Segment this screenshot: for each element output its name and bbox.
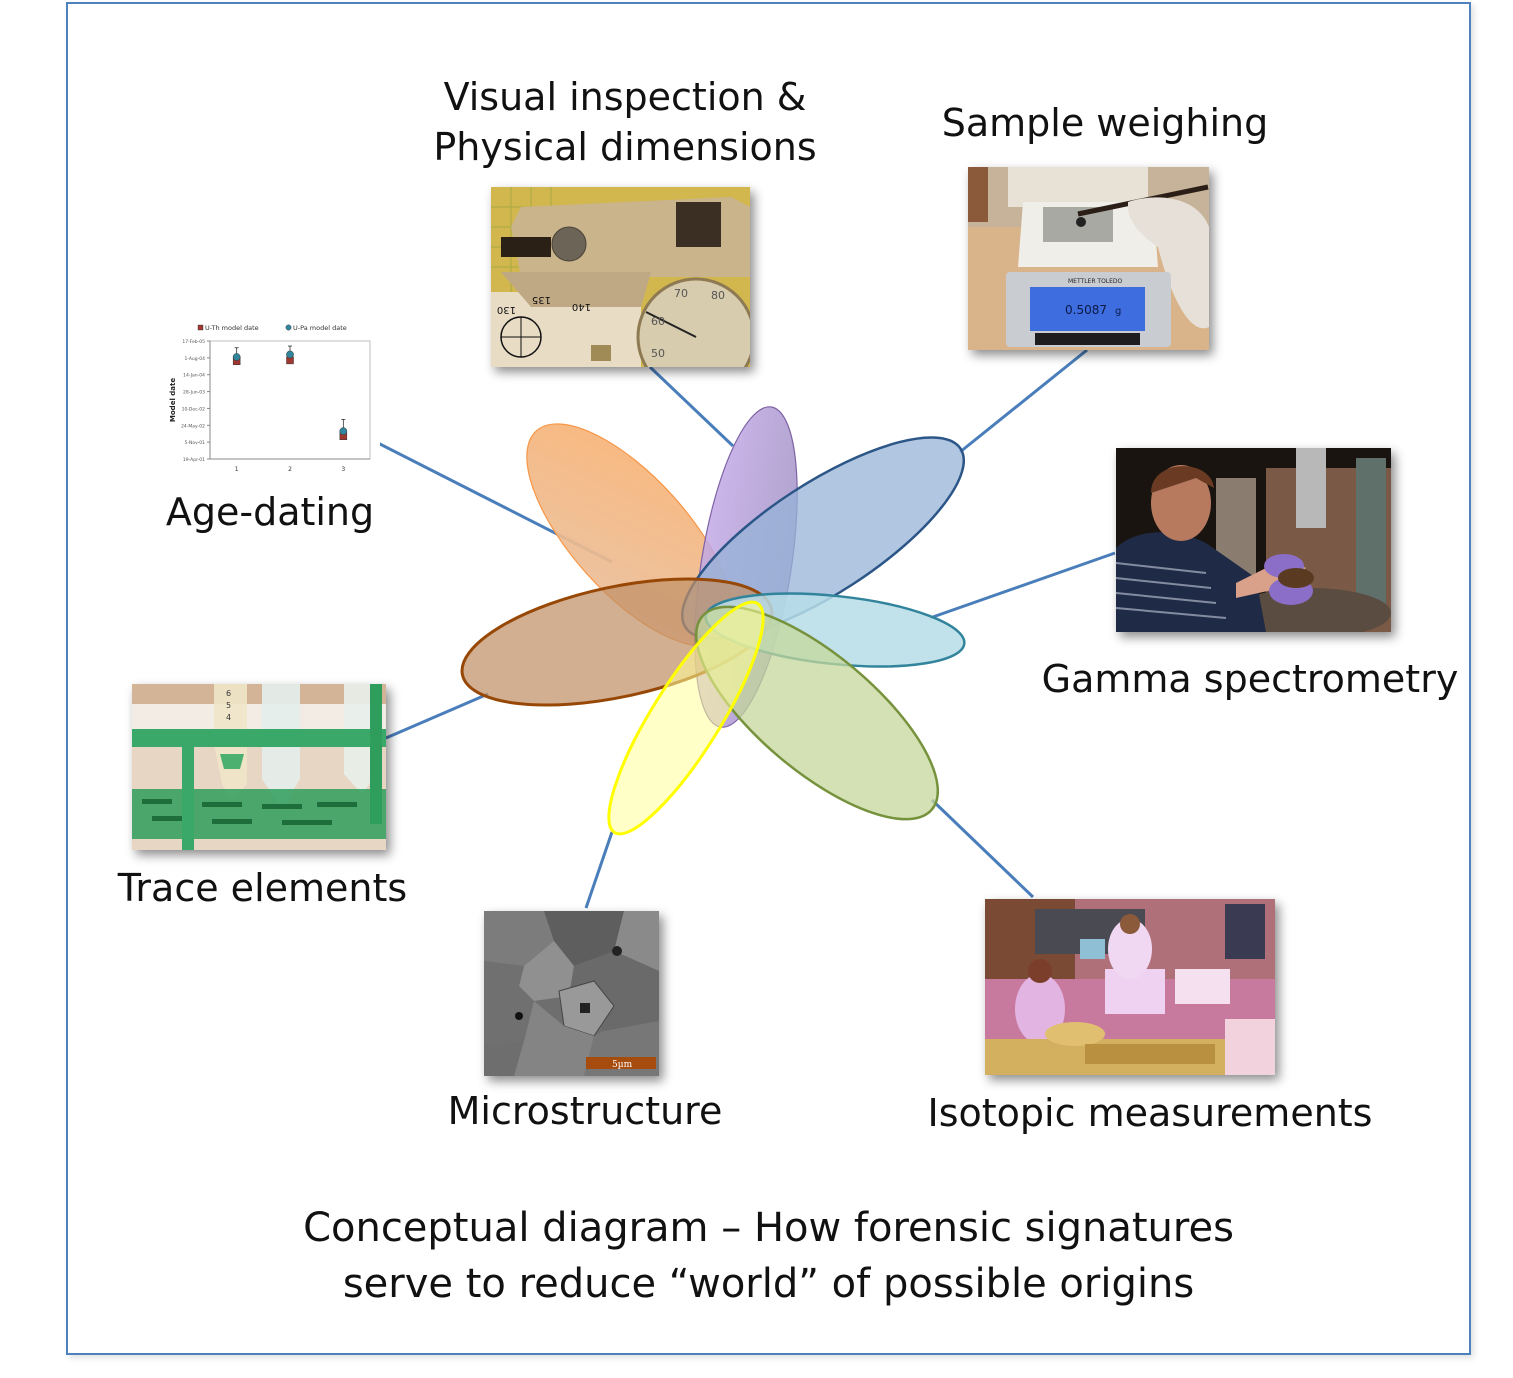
label-visual-line1: Visual inspection & bbox=[443, 75, 807, 119]
tube-mark-6: 6 bbox=[226, 689, 231, 698]
y-tick-label: 14-Jan-04 bbox=[183, 373, 205, 379]
label-trace-elements: Trace elements bbox=[117, 866, 408, 910]
balance-unit: g bbox=[1115, 306, 1121, 317]
x-tick-label: 1 bbox=[235, 466, 239, 473]
data-point-upa bbox=[339, 427, 348, 436]
caliper-photo: 70 60 50 80 130 135 140 bbox=[491, 187, 750, 367]
data-point-upa bbox=[286, 350, 294, 359]
connector-isotopic bbox=[930, 798, 1035, 899]
caption-line1: Conceptual diagram – How forensic signat… bbox=[303, 1205, 1234, 1251]
label-gamma-spectrometry: Gamma spectrometry bbox=[1041, 657, 1459, 701]
dial-tick-60: 60 bbox=[651, 315, 665, 328]
data-point-upa bbox=[232, 353, 241, 361]
y-tick-label: 24-May-02 bbox=[181, 423, 205, 429]
scale-bar-label: 5µm bbox=[612, 1060, 633, 1070]
y-tick-label: 10-Dec-02 bbox=[182, 406, 206, 412]
gamma-illustration bbox=[1116, 448, 1391, 632]
label-microstructure: Microstructure bbox=[447, 1089, 723, 1133]
y-tick-label: 1-Aug-04 bbox=[184, 356, 205, 362]
x-tick-label: 2 bbox=[288, 466, 292, 473]
model-date-chart: 19-Apr-01 5-Nov-01 24-May-02 10-Dec-02 28-Ju… bbox=[165, 319, 380, 473]
y-tick-label: 5-Nov-01 bbox=[185, 440, 206, 446]
ruler-number-140: 140 bbox=[572, 301, 591, 312]
legend-marker bbox=[197, 324, 204, 331]
balance-photo: METTLER TOLEDO 0.5087 g bbox=[968, 167, 1209, 350]
dial-tick-70: 70 bbox=[674, 287, 688, 300]
balance-brand: METTLER TOLEDO bbox=[1068, 278, 1123, 285]
petal-microstructure bbox=[607, 600, 765, 836]
trace-illustration: 6 5 4 bbox=[132, 684, 386, 850]
connector-visual bbox=[648, 365, 735, 448]
label-age-dating: Age-dating bbox=[165, 490, 375, 534]
connector-weighing bbox=[959, 348, 1088, 454]
label-visual-inspection: Visual inspection & Physical dimensions bbox=[420, 72, 830, 172]
dial-tick-50: 50 bbox=[651, 347, 665, 360]
test-tubes-photo: 6 5 4 bbox=[132, 684, 386, 850]
tube-mark-4: 4 bbox=[226, 713, 231, 722]
balance-reading: 0.5087 bbox=[1065, 303, 1107, 317]
y-tick-label: 28-Jun-03 bbox=[183, 390, 205, 396]
dial-tick-80: 80 bbox=[711, 289, 725, 302]
x-tick-label: 3 bbox=[341, 466, 345, 473]
diagram-caption: Conceptual diagram – How forensic signat… bbox=[66, 1200, 1471, 1312]
gamma-lab-photo bbox=[1116, 448, 1391, 632]
legend-label: U-Pa model date bbox=[293, 324, 347, 332]
y-axis-label: Model date bbox=[169, 378, 177, 422]
caption-line2: serve to reduce “world” of possible orig… bbox=[342, 1261, 1195, 1307]
ruler-number-135: 135 bbox=[532, 294, 551, 305]
y-tick-label: 17-Feb-05 bbox=[182, 339, 205, 345]
isotopic-illustration bbox=[985, 899, 1275, 1075]
mass-spec-lab-photo bbox=[985, 899, 1275, 1075]
connector-trace bbox=[385, 692, 489, 740]
legend-label: U-Th model date bbox=[205, 324, 259, 332]
sem-illustration: 5µm bbox=[484, 911, 659, 1076]
label-sample-weighing: Sample weighing bbox=[941, 101, 1269, 145]
connector-micro bbox=[584, 831, 614, 909]
y-tick-label: 19-Apr-01 bbox=[183, 457, 205, 463]
label-visual-line2: Physical dimensions bbox=[433, 125, 817, 169]
balance-illustration: METTLER TOLEDO 0.5087 g bbox=[968, 167, 1209, 347]
age-chart-svg: 19-Apr-01 5-Nov-01 24-May-02 10-Dec-02 28-Ju… bbox=[169, 324, 371, 473]
legend-marker bbox=[285, 324, 292, 331]
label-isotopic-measurements: Isotopic measurements bbox=[927, 1091, 1373, 1135]
caliper-illustration: 70 60 50 80 130 135 140 bbox=[491, 187, 750, 367]
tube-mark-5: 5 bbox=[226, 701, 231, 710]
sem-micrograph: 5µm bbox=[484, 911, 659, 1076]
petal-isotopic bbox=[694, 605, 940, 821]
connector-gamma bbox=[929, 551, 1116, 620]
ruler-number-130: 130 bbox=[497, 304, 516, 315]
